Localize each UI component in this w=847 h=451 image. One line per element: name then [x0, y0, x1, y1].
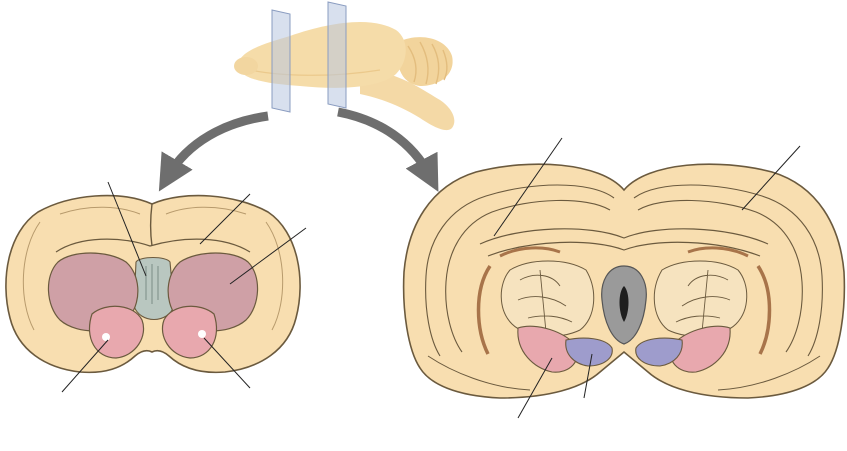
- curved-arrow-icon: [158, 107, 439, 192]
- rostral-coronal-section: [5, 181, 307, 393]
- section-plane-icon: [271, 1, 347, 113]
- caudal-coronal-section: [402, 137, 846, 419]
